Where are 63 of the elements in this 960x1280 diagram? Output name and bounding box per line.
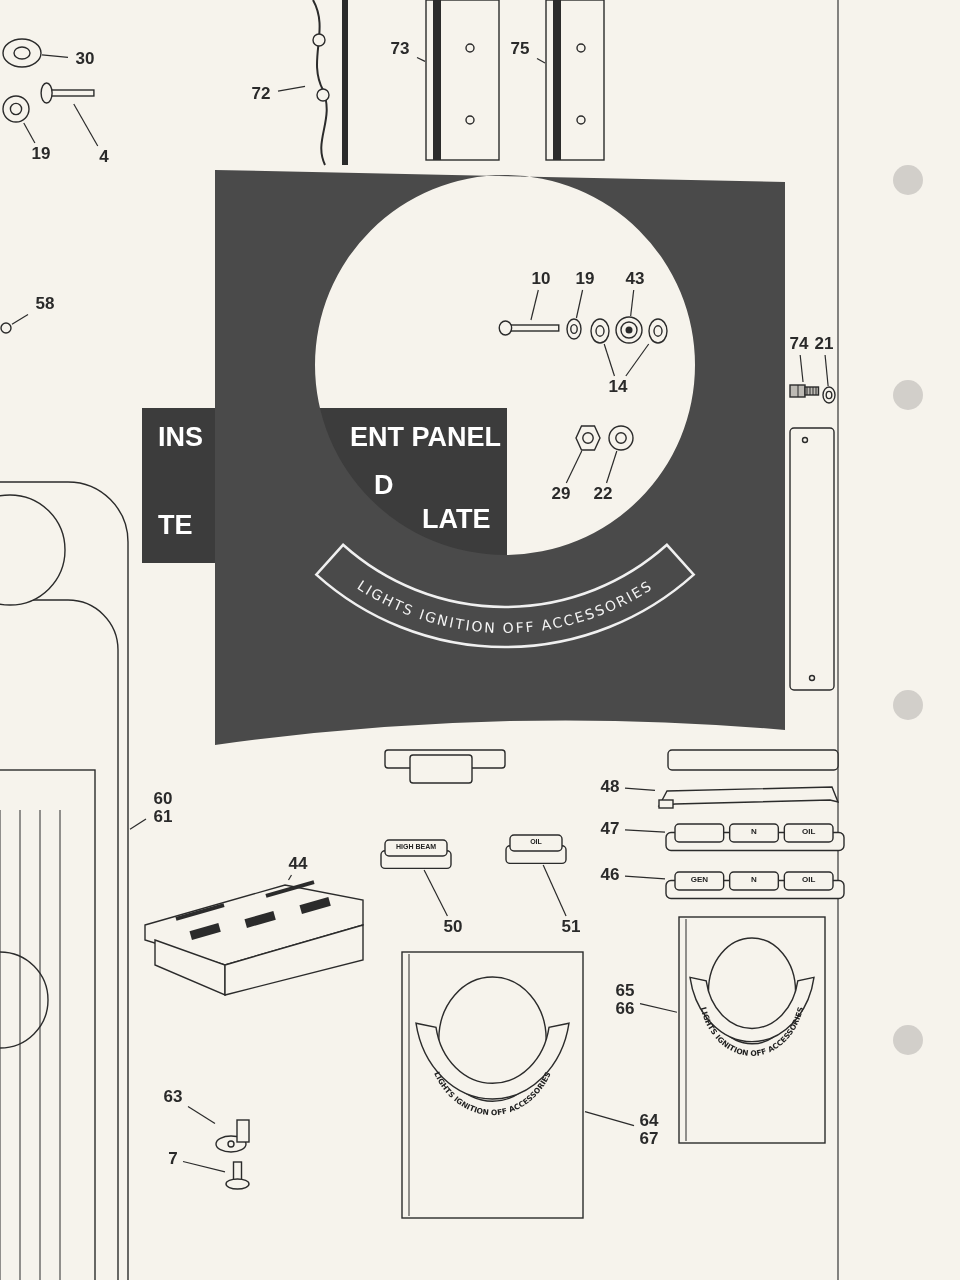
leader-line bbox=[542, 864, 567, 917]
callout-number: 50 bbox=[440, 918, 466, 936]
callout-number: 58 bbox=[30, 295, 60, 313]
switch-label: N bbox=[750, 875, 758, 885]
switch-label: OIL bbox=[801, 827, 817, 837]
leader-line bbox=[11, 313, 29, 325]
callout-number: 48 bbox=[597, 778, 623, 796]
callout-number: 44 bbox=[285, 855, 311, 873]
leader-line bbox=[23, 122, 36, 144]
callout-number: 64 67 bbox=[636, 1112, 662, 1148]
title-text: ENT PANEL bbox=[350, 422, 501, 452]
callout-number: 19 bbox=[572, 270, 598, 288]
leader-line bbox=[530, 289, 539, 321]
callout-number: 46 bbox=[597, 866, 623, 884]
callout-number: 43 bbox=[622, 270, 648, 288]
switch-label: N bbox=[750, 827, 758, 837]
callout-number: 30 bbox=[70, 50, 100, 68]
callout-number: 14 bbox=[605, 378, 631, 396]
title-text: LATE bbox=[422, 504, 491, 534]
leader-line bbox=[187, 1105, 216, 1124]
leader-line bbox=[630, 289, 635, 317]
leader-line bbox=[824, 354, 829, 387]
leader-line bbox=[625, 343, 650, 377]
callout-number: 21 bbox=[813, 335, 835, 353]
leader-line bbox=[287, 874, 293, 881]
leader-line bbox=[182, 1160, 226, 1173]
callout-number: 63 bbox=[160, 1088, 186, 1106]
title-text: D bbox=[374, 470, 394, 500]
callout-number: 19 bbox=[28, 145, 54, 163]
leader-line bbox=[799, 354, 804, 383]
callout-number: 7 bbox=[165, 1150, 181, 1168]
callout-number: 74 bbox=[788, 335, 810, 353]
callout-number: 29 bbox=[548, 485, 574, 503]
leader-line bbox=[584, 1111, 635, 1127]
leader-line bbox=[605, 450, 618, 484]
callout-number: 22 bbox=[590, 485, 616, 503]
callout-number: 75 bbox=[505, 40, 535, 58]
leader-line bbox=[624, 875, 666, 880]
leader-line bbox=[565, 450, 583, 484]
callout-number: 73 bbox=[385, 40, 415, 58]
callout-number: 51 bbox=[558, 918, 584, 936]
leader-line bbox=[129, 818, 147, 830]
leader-line bbox=[624, 787, 656, 792]
callout-number: 72 bbox=[246, 85, 276, 103]
callout-number: 4 bbox=[96, 148, 112, 166]
leader-line bbox=[73, 103, 99, 147]
leader-line bbox=[603, 343, 616, 377]
switch-label: GEN bbox=[689, 875, 709, 885]
leader-line bbox=[639, 1002, 678, 1013]
leader-line bbox=[277, 85, 306, 92]
leader-line bbox=[575, 289, 584, 319]
leader-line bbox=[423, 869, 449, 917]
title-text: INS bbox=[158, 422, 203, 452]
callout-number: 65 66 bbox=[612, 982, 638, 1018]
leader-line bbox=[624, 829, 666, 833]
leader-line bbox=[41, 54, 69, 58]
callout-number: 10 bbox=[528, 270, 554, 288]
callout-number: 47 bbox=[597, 820, 623, 838]
leader-line bbox=[536, 58, 546, 64]
callout-number: 60 61 bbox=[148, 790, 178, 826]
leader-line bbox=[416, 56, 426, 62]
switch-label: OIL bbox=[801, 875, 817, 885]
title-text: TE bbox=[158, 510, 193, 540]
